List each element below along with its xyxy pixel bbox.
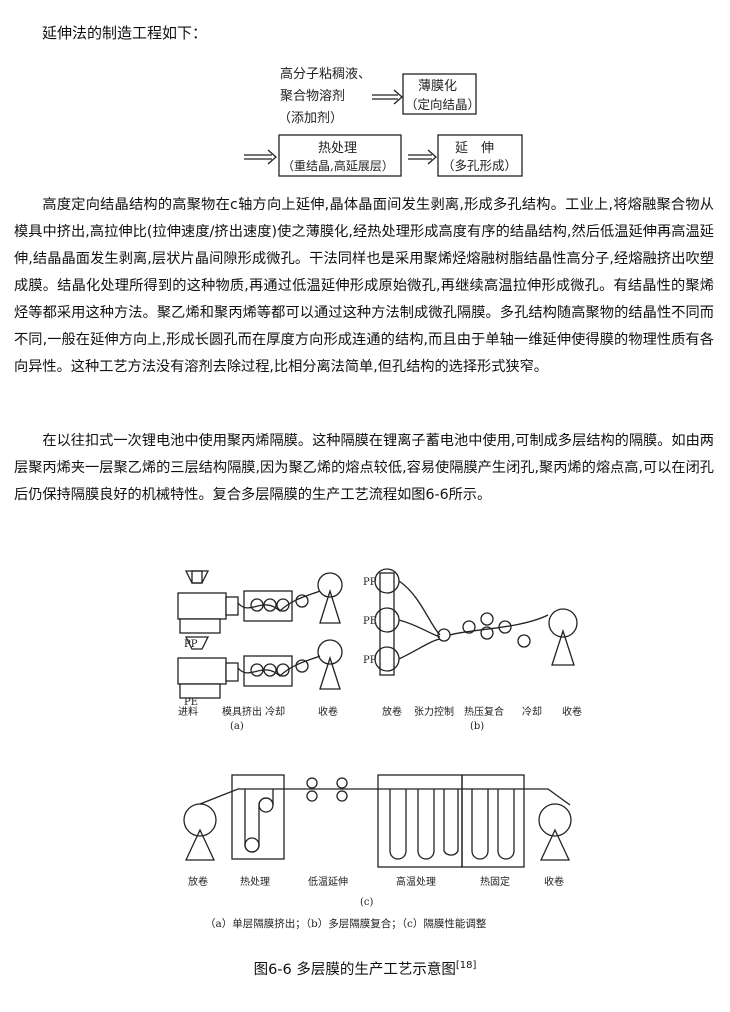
c-sub-label: (c): [360, 897, 374, 908]
flow-input-line1: 高分子粘稠液、: [280, 66, 371, 82]
b-label-pp-bottom: PP: [363, 655, 377, 666]
flow-stretch-line1: 延 伸: [455, 141, 494, 156]
c-step-wind: 收卷: [544, 875, 564, 888]
b-label-pp-top: PP: [363, 577, 377, 588]
paragraph-2: 在以往扣式一次锂电池中使用聚丙烯隔膜。这种隔膜在锂离子蓄电池中使用,可制成多层结…: [14, 433, 714, 503]
c-step-heat-set: 热固定: [480, 875, 510, 888]
panel-b: PP PE PP 放卷 张力控制 热压复合 冷却 收卷 (b): [363, 568, 582, 732]
process-flow-diagram: 高分子粘稠液、 聚合物溶剂 （添加剂） 薄膜化 （定向结晶） 热处理 （重结晶,…: [244, 66, 523, 177]
flow-film-line2: （定向结晶）: [405, 97, 480, 112]
extruder-bottom: [177, 636, 239, 699]
b-step-unwind: 放卷: [382, 705, 402, 718]
b-sub-label: (b): [470, 721, 484, 732]
c-step-low-stretch: 低温延伸: [308, 875, 348, 888]
arrow-icon: [408, 149, 437, 165]
heat-box: [278, 134, 402, 177]
intro-text: 延伸法的制造工程如下：: [42, 24, 208, 42]
b-step-cool: 冷却: [522, 705, 542, 718]
flow-heat-line1: 热处理: [318, 141, 357, 156]
a-label-pp: PP: [184, 639, 198, 650]
c-step-unwind: 放卷: [188, 875, 208, 888]
a-step-feed: 进料: [178, 705, 198, 718]
flow-heat-line2: （重结晶,高延展层）: [282, 158, 394, 173]
figure-caption: 图6-6 多层膜的生产工艺示意图[18]: [0, 958, 730, 979]
flow-film-line1: 薄膜化: [418, 79, 457, 94]
paragraph-1: 高度定向结晶结构的高聚物在c轴方向上延伸,晶体晶面间发生剥离,形成多孔结构。工业…: [14, 197, 714, 375]
b-step-hot-press: 热压复合: [464, 705, 504, 718]
panel-c: 放卷 热处理 低温延伸 高温处理 热固定 收卷 (c): [183, 774, 572, 908]
figure-legend: （a）单层隔膜挤出；（b）多层隔膜复合；（c）隔膜性能调整: [205, 917, 487, 930]
arrow-icon: [244, 149, 277, 165]
flow-input-line3: （添加剂）: [278, 111, 343, 126]
c-step-high-treat: 高温处理: [396, 875, 436, 888]
film-box: [402, 73, 477, 115]
a-sub-label: (a): [230, 721, 244, 732]
c-step-heat: 热处理: [240, 875, 270, 888]
b-step-wind: 收卷: [562, 705, 582, 718]
a-step-wind: 收卷: [318, 705, 338, 718]
b-label-pe: PE: [363, 616, 377, 627]
a-label-pe: PE: [184, 697, 198, 708]
flow-stretch-line2: （多孔形成）: [442, 158, 517, 173]
b-step-tension: 张力控制: [414, 705, 454, 718]
panel-a: PP PE 进料 模具挤出 冷却 收卷 (a): [177, 570, 343, 732]
flow-input-line2: 聚合物溶剂: [280, 89, 345, 104]
extruder-top: [177, 570, 239, 634]
caption-ref: [18]: [455, 960, 477, 972]
stretch-box: [437, 134, 523, 177]
caption-text: 图6-6 多层膜的生产工艺示意图: [253, 962, 456, 978]
figure-6-6: PP PE 进料 模具挤出 冷却 收卷 (a) PP PE PP 放卷 张力控制…: [177, 568, 582, 930]
a-step-extrude-cool: 模具挤出 冷却: [222, 705, 285, 718]
arrow-icon: [372, 89, 403, 105]
